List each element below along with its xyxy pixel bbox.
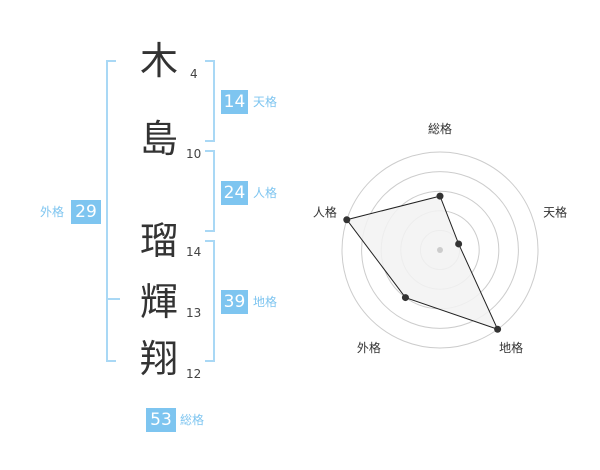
gaikaku-tick: [106, 298, 120, 300]
jinkaku-bracket: [205, 150, 215, 232]
stroke-count-3: 14: [186, 245, 202, 259]
radar-area: [345, 195, 499, 331]
radar-axis-label-4: 外格: [357, 340, 381, 355]
name-char-3: 瑠: [140, 219, 179, 263]
jinkaku-label: 人格: [253, 186, 278, 200]
tenkaku-label: 天格: [253, 95, 278, 109]
radar-axis-label-1: 総格: [428, 121, 452, 136]
radar-ring: [361, 171, 519, 329]
gaikaku-value: 29: [71, 200, 101, 224]
stroke-count-2: 10: [186, 147, 202, 161]
soukaku-value: 53: [146, 408, 176, 432]
gaikaku-bracket: [106, 60, 116, 362]
radar-point-1: [436, 192, 444, 200]
name-char-5: 翔: [140, 337, 179, 381]
stroke-count-4: 13: [186, 306, 202, 320]
radar-point-4: [401, 294, 409, 302]
radar-axis-label-2: 天格: [543, 205, 567, 220]
gaikaku-label: 外格: [40, 205, 65, 219]
chikaku-bracket: [205, 240, 215, 362]
chikaku-value: 39: [221, 290, 248, 314]
tenkaku-value: 14: [221, 90, 248, 114]
radar-axis-label-3: 地格: [499, 340, 523, 355]
name-char-4: 輝: [140, 280, 179, 324]
jinkaku-value: 24: [221, 181, 248, 205]
radar-axis-label-5: 人格: [313, 205, 337, 220]
stroke-count-1: 4: [190, 67, 198, 81]
soukaku-label: 総格: [180, 413, 205, 427]
radar-point-5: [343, 216, 351, 224]
radar-ring: [341, 151, 539, 349]
chikaku-label: 地格: [253, 295, 278, 309]
name-char-1: 木: [140, 39, 179, 83]
radar-center-point: [437, 247, 443, 253]
radar-point-2: [455, 240, 463, 248]
tenkaku-bracket: [205, 60, 215, 142]
name-char-2: 島: [140, 117, 179, 161]
radar-point-3: [494, 325, 502, 333]
stroke-count-5: 12: [186, 367, 202, 381]
